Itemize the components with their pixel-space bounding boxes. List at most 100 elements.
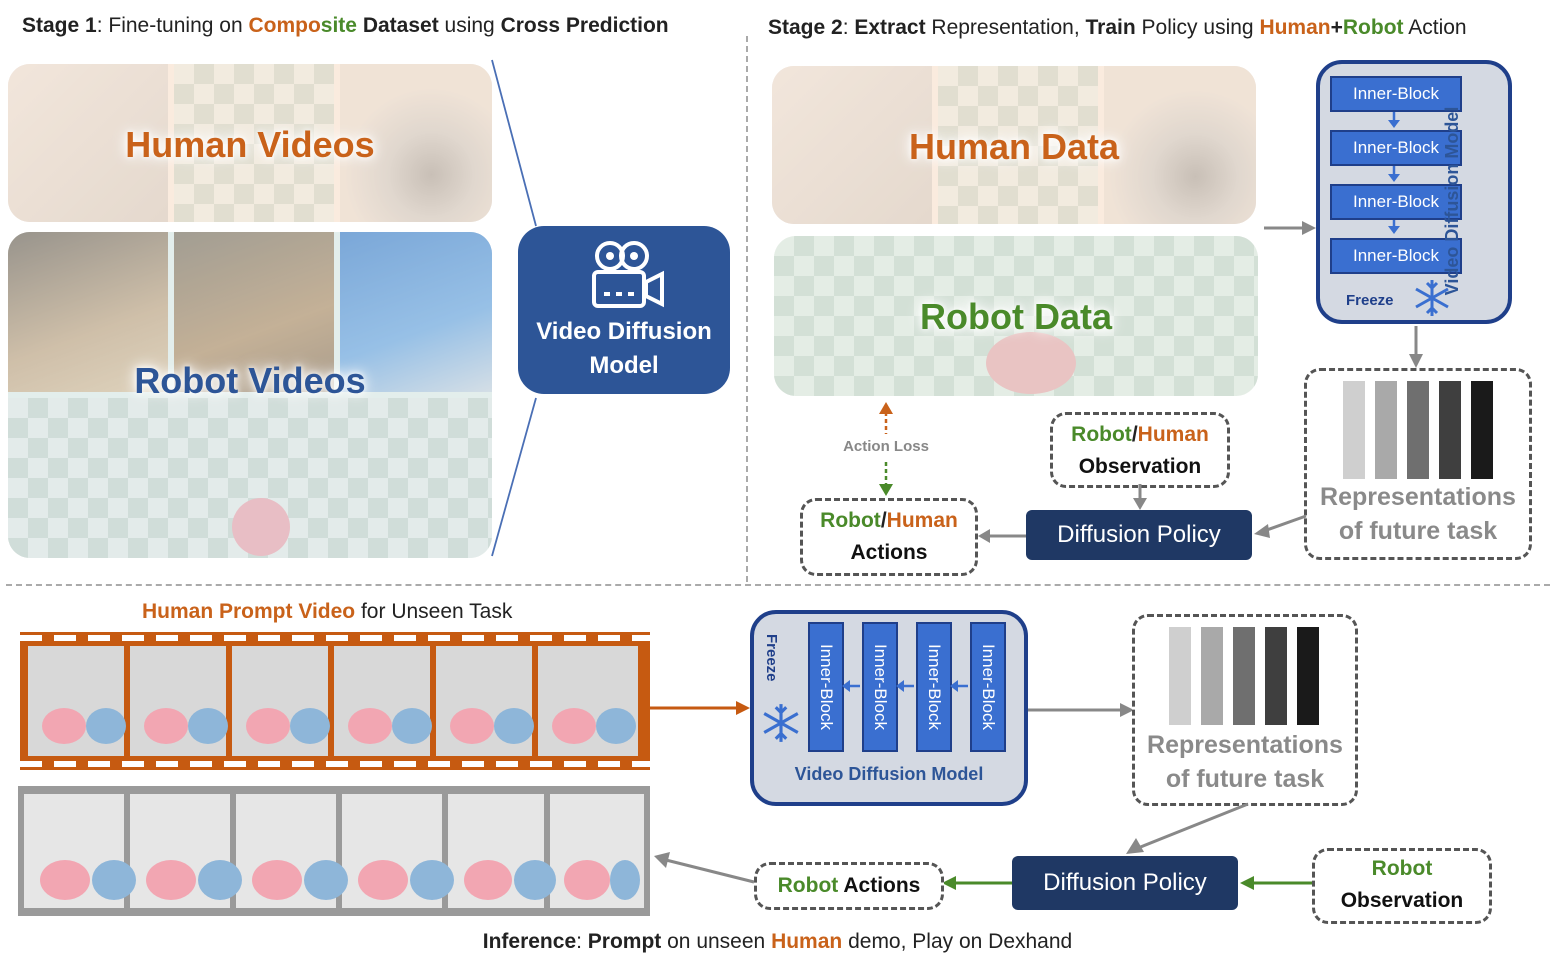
observation-robot: Robot (1071, 423, 1132, 446)
arrow-observation-to-policy-inference (1240, 876, 1312, 890)
arrow-actions-to-robot (654, 852, 755, 884)
observation-label: Observation (1078, 455, 1202, 478)
representations-line1: Representations (1320, 483, 1516, 511)
inner-block-arrows (842, 680, 968, 692)
stage2-title: Stage 2: Extract Representation, Train P… (768, 16, 1467, 40)
inner-block: Inner-Block (970, 622, 1006, 752)
human-videos-panel: Human Videos (8, 64, 492, 222)
robot-data-panel: Robot Data (774, 236, 1258, 396)
video-camera-icon (592, 241, 664, 308)
arrow-observation-to-policy (1133, 484, 1147, 510)
stage-separator-vertical (746, 36, 748, 582)
robot-video-frame (174, 232, 334, 392)
robot-actions-box: Robot Actions (754, 862, 944, 910)
prompt-frame (436, 646, 532, 756)
inner-block: Inner-Block (1330, 184, 1462, 220)
inference-vdm-label: Video Diffusion Model (794, 764, 984, 784)
inference-video-diffusion-model: Freeze Inner-Block Inner-Block Inner-Blo… (750, 610, 1028, 806)
prompt-video-title-emph: Human Prompt Video (142, 600, 356, 623)
human-video-frame (340, 64, 492, 222)
prompt-video-title: Human Prompt Video for Unseen Task (142, 600, 512, 624)
robot-observation-robot: Robot (1371, 857, 1433, 880)
observation-slash: / (1131, 423, 1138, 446)
robot-video-frame (8, 232, 168, 392)
title-part: Cross Prediction (500, 14, 669, 37)
title-part: on unseen (661, 930, 772, 953)
fan-lines (491, 59, 537, 557)
title-part: using (438, 14, 501, 37)
title-part: Stage 1 (22, 14, 97, 37)
inner-block: Inner-Block (862, 622, 898, 752)
arrow-vdm-to-representations-inference (1028, 703, 1134, 717)
arrow-representations-to-policy (1254, 514, 1307, 538)
inner-block: Inner-Block (1330, 238, 1462, 274)
title-part: Extract (854, 16, 926, 39)
robot-videos-panel: Robot Videos (8, 232, 492, 558)
inner-block-arrows (1388, 112, 1400, 234)
actions-label: Actions (850, 541, 928, 564)
freeze-label: Freeze (1346, 292, 1394, 309)
arrow-vdm-to-representations (1409, 326, 1423, 368)
vdm-label-line2: Model (589, 352, 659, 379)
stage2-actions-box: Robot/Human Actions (800, 498, 978, 576)
representations-line1: Representations (1147, 731, 1343, 759)
actions-slash: / (880, 509, 887, 532)
title-part: : (576, 930, 588, 953)
prompt-frame (130, 646, 226, 756)
inference-caption: Inference: Prompt on unseen Human demo, … (0, 930, 1555, 954)
title-part: Dataset (356, 14, 439, 37)
robot-frame (236, 794, 336, 908)
prompt-frame (538, 646, 638, 756)
robot-videos-label: Robot Videos (134, 360, 366, 401)
title-part: Robot (1342, 16, 1404, 39)
robot-actions-label: Robot Actions (757, 874, 941, 898)
stage2-video-diffusion-model: Inner-Block Inner-Block Inner-Block Inne… (1316, 60, 1512, 324)
title-part: Train (1085, 16, 1136, 39)
prompt-frame (232, 646, 328, 756)
human-data-panel: Human Data (772, 66, 1256, 224)
inner-block: Inner-Block (1330, 76, 1462, 112)
human-video-frame (8, 64, 168, 222)
inner-block: Inner-Block (916, 622, 952, 752)
robot-actions-rest: Actions (838, 874, 921, 897)
arrow-policy-to-actions-inference (942, 876, 1012, 890)
action-loss-label: Action Loss (843, 438, 929, 455)
title-part: site (320, 14, 357, 37)
title-part: : (842, 16, 855, 39)
title-part: Policy using (1135, 16, 1260, 39)
title-part: demo, Play on Dexhand (842, 930, 1073, 953)
inference-representations: Representations of future task (1132, 614, 1358, 806)
robot-frame (448, 794, 544, 908)
arrow-prompt-to-vdm (650, 701, 750, 715)
arrow-representations-to-policy-inference (1126, 802, 1249, 854)
title-part: Action (1403, 16, 1467, 39)
prompt-frame (28, 646, 124, 756)
observation-human: Human (1137, 423, 1209, 446)
robot-frame (342, 794, 442, 908)
robot-frame (130, 794, 230, 908)
human-videos-label: Human Videos (125, 124, 375, 165)
inner-block-label: Inner-Block (817, 644, 837, 730)
prompt-video-title-rest: for Unseen Task (355, 600, 513, 623)
snowflake-icon (1415, 280, 1449, 316)
actions-human: Human (886, 509, 958, 532)
stage2-diffusion-policy: Diffusion Policy (1026, 510, 1252, 560)
representations-line2: of future task (1338, 517, 1498, 545)
title-part: Stage 2 (768, 16, 843, 39)
human-data-frame (772, 66, 932, 224)
stage2-observation-box: Robot/Human Observation (1050, 412, 1230, 488)
human-video-frame (174, 64, 334, 222)
title-part: Human (771, 930, 843, 953)
title-part: Human (1259, 16, 1331, 39)
inner-block: Inner-Block (1330, 130, 1462, 166)
robot-video-frame (340, 232, 492, 392)
representations-line2: of future task (1165, 765, 1325, 793)
vdm-label-line1: Video Diffusion (536, 318, 712, 345)
inner-block: Inner-Block (808, 622, 844, 752)
title-part: + (1330, 16, 1343, 39)
robot-frame (550, 794, 644, 908)
stage1-title: Stage 1: Fine-tuning on Composite Datase… (22, 14, 669, 38)
human-data-frame (1104, 66, 1256, 224)
inference-diffusion-policy: Diffusion Policy (1012, 856, 1238, 910)
observation-title: Robot/Human (1053, 423, 1227, 447)
